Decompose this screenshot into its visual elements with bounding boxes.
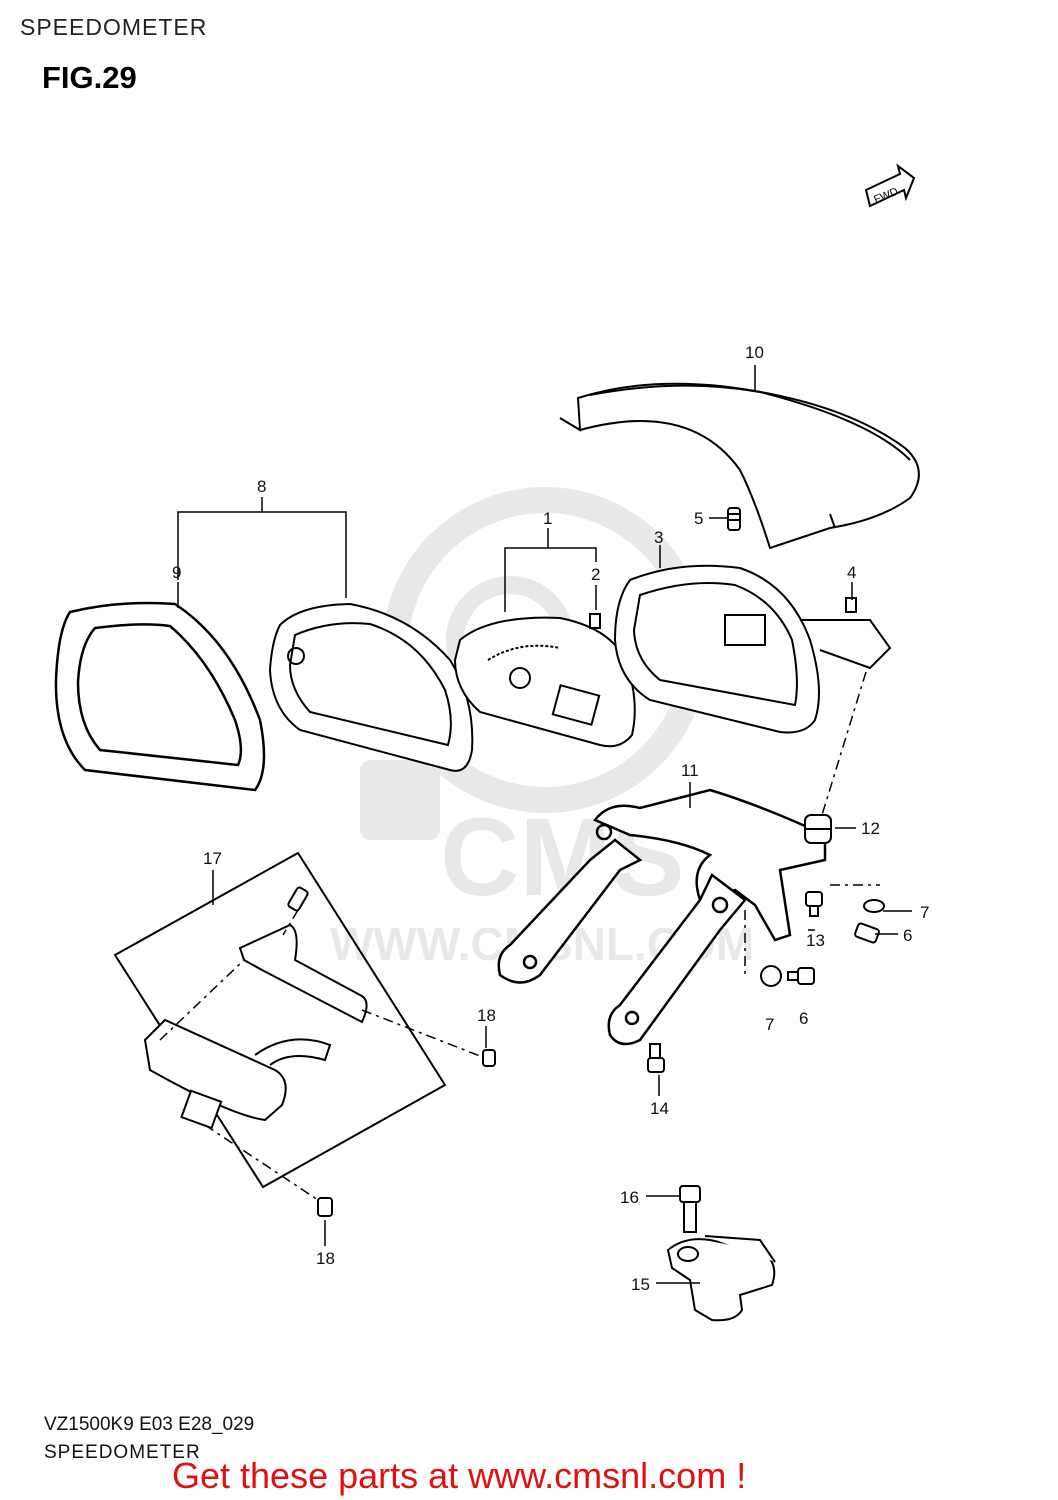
diagram-code: VZ1500K9 E03 E28_029: [44, 1414, 255, 1435]
bolt-part-6-left: [787, 967, 815, 985]
promo-link-text[interactable]: Get these parts at www.cmsnl.com !: [172, 1455, 747, 1496]
callout-6-right: 6: [903, 926, 912, 945]
screw-part-5: [727, 507, 741, 531]
callout-4: 4: [847, 563, 856, 582]
callout-7-right: 7: [920, 903, 929, 922]
screw-part-2: [589, 613, 601, 629]
callout-labels: 1 2 3 4 5 6 6 7 7 8 9 10 11 12 13 14 15 …: [172, 343, 929, 1294]
callout-18-upper: 18: [477, 1006, 496, 1025]
callout-8: 8: [257, 477, 266, 496]
callout-3: 3: [654, 528, 663, 547]
washer-part-7-left: [760, 965, 782, 987]
part-indicator-assembly-box: [113, 851, 447, 1189]
callout-17: 17: [203, 849, 222, 868]
bolt-part-16: [679, 1185, 701, 1233]
dashed-guide-lines: [159, 671, 880, 1201]
bolt-part-14: [647, 1043, 665, 1073]
screw-part-18-upper: [482, 1049, 496, 1067]
callout-16: 16: [620, 1188, 639, 1207]
forward-direction-arrow: FWD: [864, 163, 916, 208]
washer-part-7-right: [863, 899, 885, 913]
page-header-title: SPEEDOMETER: [20, 14, 208, 40]
bolt-part-13: [805, 891, 823, 917]
callout-2: 2: [591, 565, 600, 584]
callout-14: 14: [650, 1099, 669, 1118]
part-grommet: [804, 814, 832, 844]
callout-12: 12: [861, 819, 880, 838]
part-speed-sensor: [666, 1235, 776, 1322]
callout-18-lower: 18: [316, 1249, 335, 1268]
part-meter-bracket: [497, 788, 827, 1046]
screw-part-6-right: [854, 922, 880, 944]
callout-10: 10: [745, 343, 764, 362]
callout-6-left: 6: [799, 1009, 808, 1028]
callout-1: 1: [543, 509, 552, 528]
part-visor-cover: [559, 382, 920, 550]
callout-13: 13: [806, 931, 825, 950]
callout-5: 5: [694, 509, 703, 528]
screw-part-4: [845, 597, 857, 613]
figure-number: FIG.29: [42, 60, 137, 95]
leader-lines: [177, 365, 912, 1284]
part-meter-assembly: [453, 616, 636, 748]
callout-9: 9: [172, 563, 181, 582]
part-meter-housing: [613, 564, 892, 734]
part-meter-case: [268, 602, 474, 772]
footer-caption: SPEEDOMETER: [44, 1442, 201, 1463]
callout-7-left: 7: [765, 1015, 774, 1034]
callout-15: 15: [631, 1275, 650, 1294]
callout-11: 11: [681, 761, 699, 780]
part-bezel-rim: [54, 601, 266, 792]
screw-part-18-lower: [317, 1197, 333, 1217]
screw-part-17-top: [287, 886, 309, 912]
